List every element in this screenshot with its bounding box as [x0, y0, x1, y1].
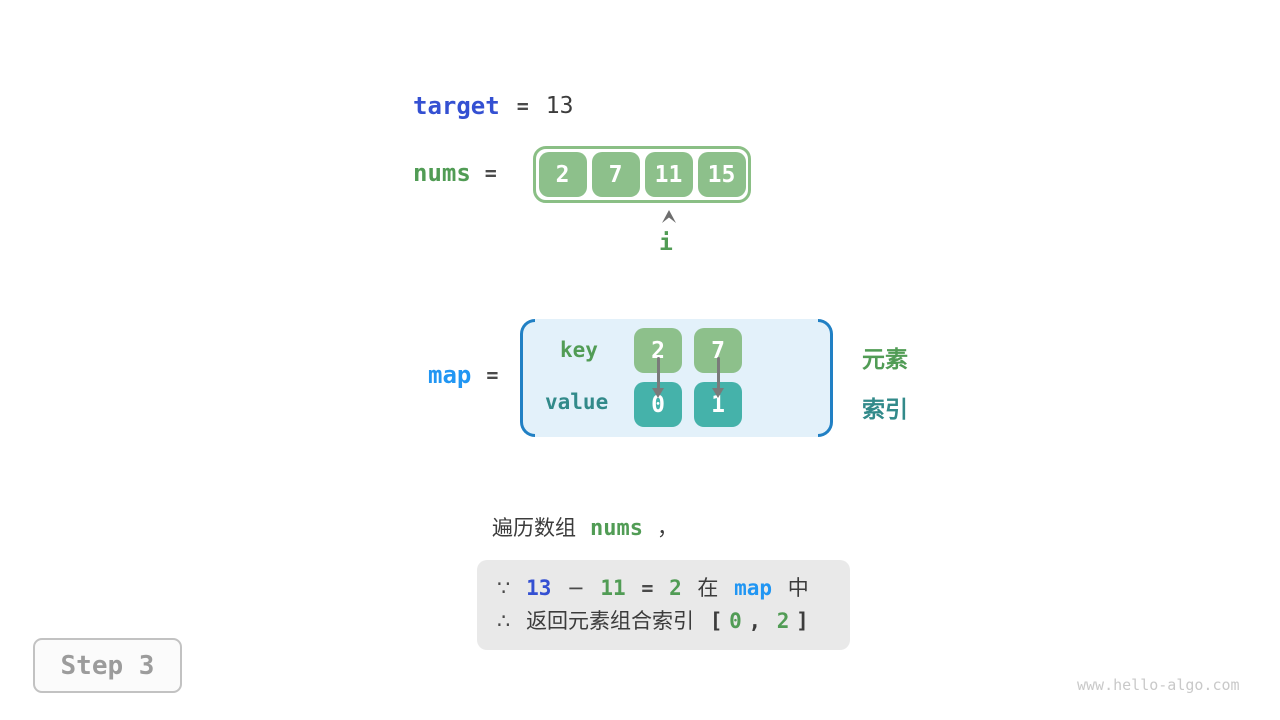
value-cell: 1 — [694, 382, 742, 427]
result-text: 返回元素组合索引 — [526, 609, 695, 633]
open-bracket: [ — [709, 609, 723, 633]
value-cell: 0 — [634, 382, 682, 427]
element-side-label: 元素 — [862, 347, 908, 373]
minus-sign: − — [567, 576, 585, 600]
array-cell: 7 — [591, 152, 640, 197]
close-bracket: ] — [796, 609, 809, 633]
comma: , — [748, 609, 762, 633]
target-keyword: target — [413, 92, 500, 120]
bracket-right-icon — [818, 319, 833, 437]
equals-sign: = — [641, 576, 654, 600]
in-prefix-text: 在 — [697, 576, 719, 600]
map-keyword: map — [428, 361, 472, 389]
key-row-label: key — [560, 338, 598, 362]
conclusion-line-1: ∵ 13 − 11 = 2 在 map 中 — [497, 572, 850, 605]
conclusion-line-2: ∴ 返回元素组合索引 [ 0 , 2 ] — [497, 605, 850, 638]
key-to-value-arrow-icon — [712, 357, 725, 399]
caption-text: 遍历数组 — [492, 516, 576, 540]
equals-sign: = — [486, 363, 499, 387]
subtrahend-value: 11 — [600, 576, 626, 600]
map-keyword: map — [734, 576, 773, 600]
caption-code: nums — [590, 516, 643, 541]
target-line: target = 13 — [413, 92, 573, 120]
nums-line: nums = — [413, 159, 497, 187]
pointer-label: i — [659, 230, 673, 256]
target-value: 13 — [545, 93, 574, 119]
map-line: map = — [428, 361, 498, 389]
index-side-label: 索引 — [862, 397, 908, 423]
key-to-value-arrow-icon — [652, 357, 665, 399]
in-suffix-text: 中 — [787, 576, 809, 600]
array-cell: 2 — [538, 152, 587, 197]
minuend-value: 13 — [526, 576, 552, 600]
equals-sign: = — [516, 94, 529, 118]
step-badge: Step 3 — [33, 638, 182, 693]
equals-sign: = — [484, 161, 497, 185]
caption-comma: ， — [656, 516, 678, 540]
first-index-value: 0 — [729, 609, 742, 633]
map-container: key value 2 7 0 1 — [520, 319, 833, 437]
difference-value: 2 — [669, 576, 682, 600]
nums-keyword: nums — [413, 159, 471, 187]
pointer-up-arrow-icon — [662, 210, 676, 223]
second-index-value: 2 — [776, 609, 790, 633]
nums-array: 2 7 11 15 — [533, 146, 751, 203]
because-symbol: ∵ — [497, 576, 511, 600]
array-cell: 11 — [644, 152, 693, 197]
watermark: www.hello-algo.com — [1077, 676, 1240, 694]
array-cell: 15 — [697, 152, 746, 197]
value-row-label: value — [545, 390, 609, 414]
therefore-symbol: ∴ — [497, 609, 511, 633]
conclusion-box: ∵ 13 − 11 = 2 在 map 中 ∴ 返回元素组合索引 [ 0 , 2… — [477, 560, 850, 650]
bracket-left-icon — [520, 319, 535, 437]
caption-line: 遍历数组 nums ， — [492, 512, 678, 542]
